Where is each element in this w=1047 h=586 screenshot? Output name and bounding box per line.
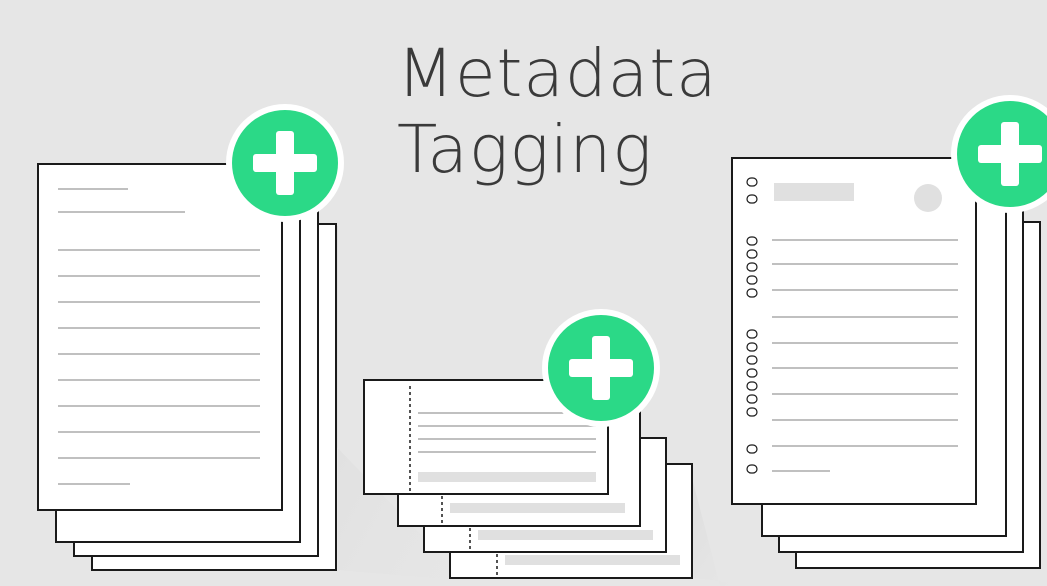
- binder-holes: [746, 177, 758, 474]
- form-document-stack[interactable]: [731, 95, 1047, 569]
- title-line-1: Metadata: [397, 35, 718, 112]
- long-shadow-left: [320, 225, 520, 586]
- title-line-2: Tagging: [397, 111, 653, 188]
- plus-circle-icon[interactable]: [542, 309, 660, 427]
- plus-circle-icon[interactable]: [226, 104, 344, 222]
- form-lines: [772, 239, 958, 472]
- front-ticket: [363, 379, 609, 495]
- text-lines: [58, 188, 260, 485]
- front-page: [37, 163, 283, 511]
- form-header: [774, 183, 942, 212]
- page-title: Metadata Tagging: [397, 36, 797, 188]
- long-shadow-middle: [690, 470, 760, 586]
- plus-circle-icon[interactable]: [951, 95, 1047, 213]
- front-page: [731, 157, 977, 505]
- ticket-document-stack[interactable]: [363, 309, 693, 579]
- text-document-stack[interactable]: [37, 104, 344, 571]
